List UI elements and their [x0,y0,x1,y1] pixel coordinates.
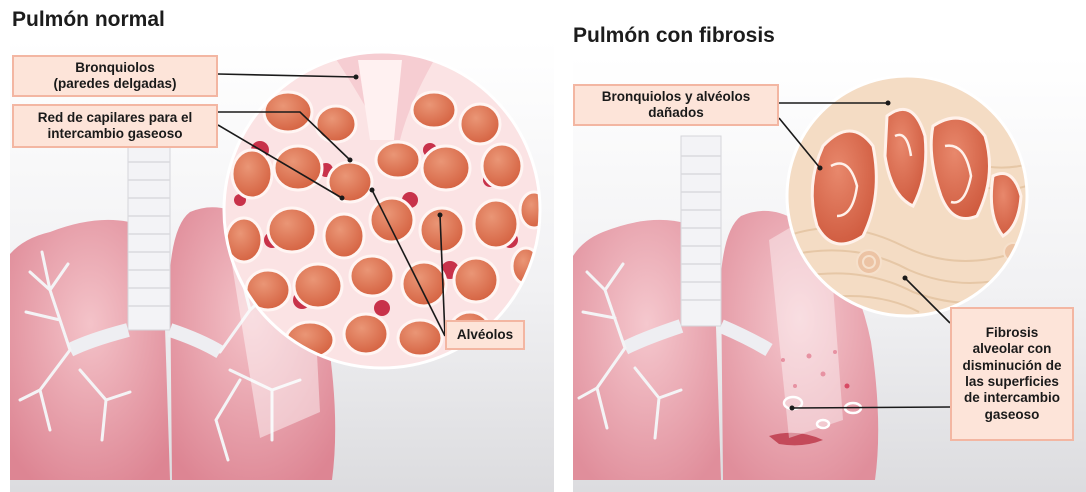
right-panel-title: Pulmón con fibrosis [573,25,775,46]
label-fibrosis-text: Fibrosis alveolar con disminución de las… [962,325,1061,424]
label-damaged: Bronquiolos y alvéolos dañados [573,84,779,126]
label-damaged-text: Bronquiolos y alvéolos dañados [602,89,751,122]
label-bronchioles-text: Bronquiolos (paredes delgadas) [53,60,176,93]
left-panel-title: Pulmón normal [12,9,165,30]
label-bronchioles: Bronquiolos (paredes delgadas) [12,55,218,97]
label-alveoli-text: Alvéolos [457,327,513,343]
trachea-fibrosis [681,136,721,326]
label-fibrosis: Fibrosis alveolar con disminución de las… [950,307,1074,441]
label-capillaries-text: Red de capilares para el intercambio gas… [38,110,193,143]
label-capillaries: Red de capilares para el intercambio gas… [12,104,218,148]
trachea [128,144,170,330]
label-alveoli: Alvéolos [445,320,525,350]
